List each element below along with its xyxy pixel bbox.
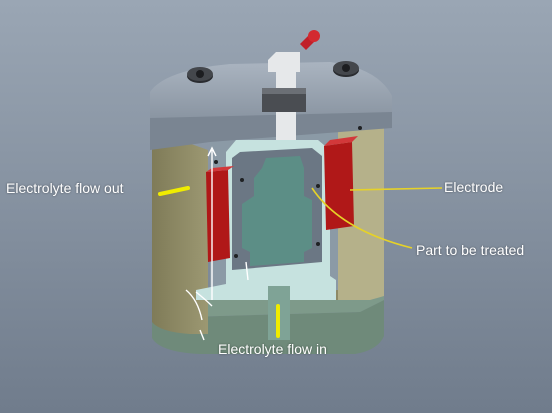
seal-points bbox=[214, 126, 362, 258]
clamp-handle-knob bbox=[308, 30, 320, 42]
yellow-arrow-flow-out bbox=[158, 186, 190, 196]
electrode-right bbox=[324, 142, 354, 230]
label-electrolyte-flow-in: Electrolyte flow in bbox=[218, 341, 327, 357]
electrode-left bbox=[206, 170, 230, 262]
label-part-to-be-treated: Part to be treated bbox=[416, 242, 525, 258]
flow-arrows-white bbox=[185, 146, 249, 341]
housing-left-wall bbox=[152, 140, 208, 334]
electrode-left-edge bbox=[206, 166, 234, 172]
callout-lines bbox=[311, 187, 443, 249]
label-electrolyte-flow-out: Electrolyte flow out bbox=[6, 180, 124, 196]
lid-front bbox=[150, 112, 392, 150]
clamp-collar-highlight bbox=[262, 88, 306, 94]
part-to-be-treated bbox=[242, 156, 312, 266]
lid-bolt-right bbox=[333, 61, 359, 77]
callout-electrode bbox=[349, 187, 443, 191]
lid-bolt-left bbox=[187, 67, 213, 83]
label-electrode: Electrode bbox=[444, 179, 504, 195]
callout-part bbox=[311, 187, 413, 249]
electrode-right-edge bbox=[324, 136, 358, 146]
